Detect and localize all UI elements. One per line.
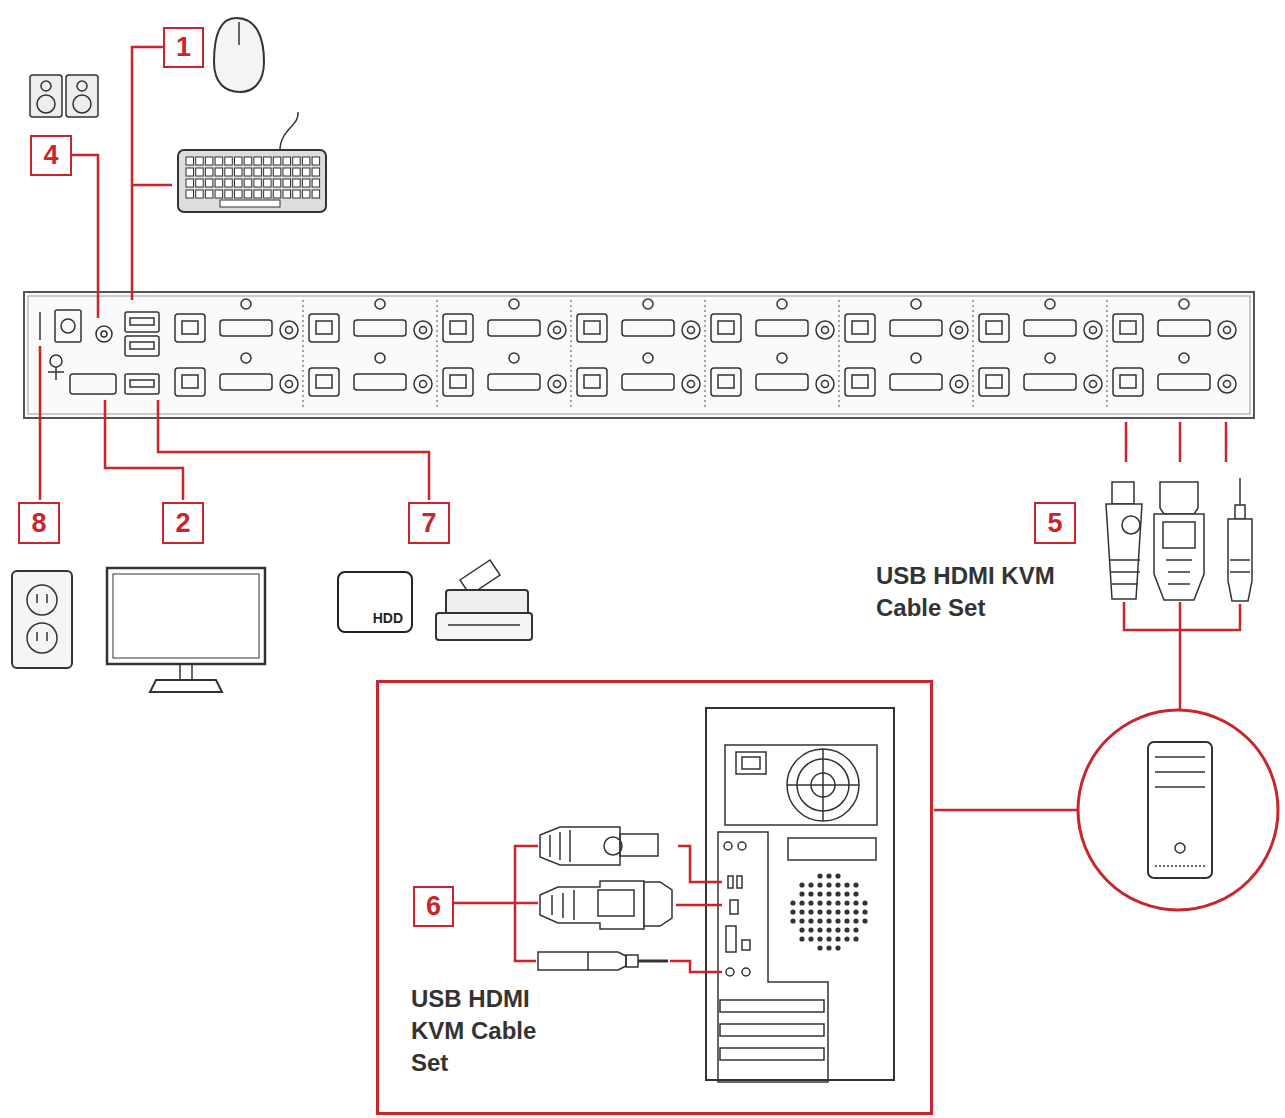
callout-number: 1 xyxy=(163,27,204,68)
callout-number: 7 xyxy=(421,508,436,539)
callout-number: 2 xyxy=(175,508,190,539)
callout-number: 5 xyxy=(1034,502,1076,544)
cable-set-label: USB HDMI KVM Cable Set xyxy=(411,983,561,1079)
callout-number: 6 xyxy=(426,891,441,922)
hard-drive: HDD xyxy=(337,571,413,633)
detail-frame: USB HDMI KVM Cable Set 6 xyxy=(376,680,933,1115)
cable-set-label: USB HDMI KVM Cable Set xyxy=(876,560,1091,624)
callout-number: 8 xyxy=(31,508,46,539)
callout-number: 2 xyxy=(162,502,204,544)
callout-number: 7 xyxy=(408,502,450,544)
device-label: HDD xyxy=(373,610,403,626)
callout-number: 4 xyxy=(30,135,72,176)
callout-number: 6 xyxy=(413,886,454,927)
callout-number: 8 xyxy=(18,502,60,544)
callout-number: 5 xyxy=(1047,508,1062,539)
callout-number: 1 xyxy=(176,32,191,63)
callout-number: 4 xyxy=(43,140,58,171)
